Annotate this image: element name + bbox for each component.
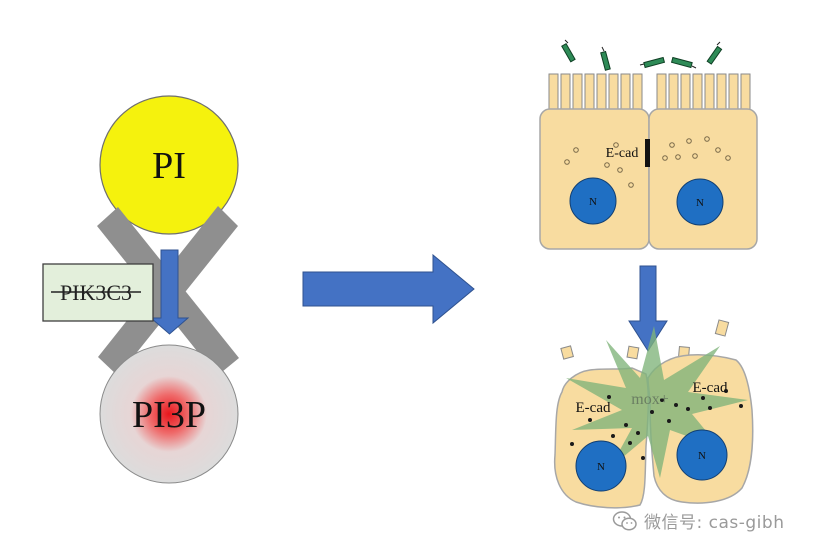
- left-panel: PI PIK3C3 PI3P: [42, 95, 239, 484]
- top-left-nucleus-label: N: [589, 196, 597, 208]
- down-arrow: [628, 265, 668, 352]
- pi-circle: [99, 95, 239, 235]
- ecad-particles: [570, 389, 743, 460]
- bottom-left-nucleus-label: N: [597, 461, 605, 473]
- top-ecad-label: E-cad: [606, 146, 639, 161]
- protein-tails: [564, 39, 721, 69]
- watermark-text: 微信号: cas-gibh: [644, 513, 785, 533]
- pi-label: PI: [152, 145, 186, 187]
- transition-arrow: [302, 253, 475, 325]
- watermark: 微信号: cas-gibh: [612, 508, 784, 533]
- top-epithelial-cells: E-cad N N: [539, 39, 758, 250]
- pi3p-label: PI3P: [132, 394, 206, 436]
- bottom-left-nucleus: [575, 440, 627, 492]
- top-right-nucleus-label: N: [696, 197, 704, 209]
- pi3p-circle: [99, 344, 239, 484]
- top-right-nucleus: [676, 178, 724, 226]
- enzyme-label: PIK3C3: [60, 280, 132, 305]
- surface-proteins: [561, 43, 723, 71]
- microvilli: [548, 73, 751, 111]
- bottom-right-nucleus-label: N: [698, 450, 706, 462]
- bottom-disrupted-cells: E-cad mox+ E-cad N N: [553, 319, 754, 509]
- bottom-left-ecad-label: E-cad: [576, 400, 611, 416]
- bottom-right-nucleus: [676, 429, 728, 481]
- mox-label: mox+: [631, 391, 668, 408]
- top-left-nucleus: [569, 177, 617, 225]
- bottom-right-ecad-label: E-cad: [693, 380, 728, 396]
- ecad-junction: [645, 139, 650, 167]
- pi-to-pi3p-arrow: [149, 249, 190, 335]
- wechat-logo-icon: [612, 510, 637, 531]
